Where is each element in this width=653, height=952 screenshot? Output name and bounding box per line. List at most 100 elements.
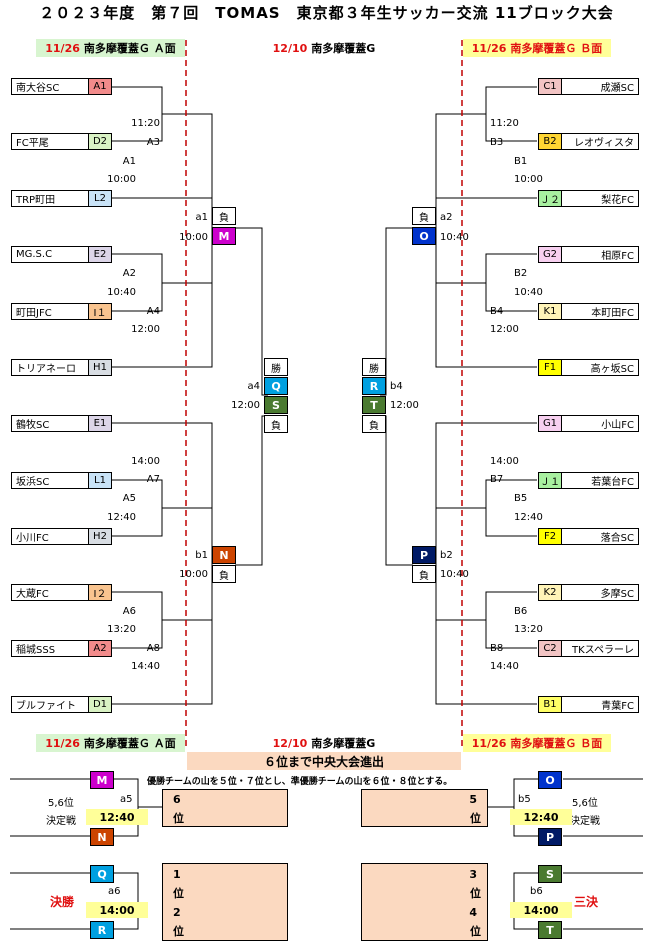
slot-o: O [412, 227, 436, 245]
match-time: 10:00 [514, 174, 543, 185]
match-id: B1 [514, 156, 528, 167]
place-number: 6 [173, 793, 181, 806]
slot-t: T [362, 396, 386, 414]
place-number: 2 [173, 906, 181, 919]
page-title: ２０２３年度 第７回 TOMAS 東京都３年生サッカー交流 11ブロック大会 [39, 4, 614, 22]
team-code: B1 [539, 697, 562, 712]
match-time: 10:40 [440, 569, 469, 580]
place-number: 3 [469, 868, 477, 881]
match-id: b5 [518, 794, 531, 805]
slot-m: M [212, 227, 236, 245]
third-label: 三決 [574, 895, 599, 909]
lose-label-right: 負 [362, 415, 386, 433]
match-time: 10:00 [107, 174, 136, 185]
match-time: 13:20 [514, 624, 543, 635]
team-code: F1 [539, 360, 562, 375]
match-time: 10:40 [107, 287, 136, 298]
match-time: 14:40 [490, 661, 519, 672]
match-id: a1 [195, 212, 209, 223]
slot-t-bottom: T [538, 921, 562, 939]
slot-n: N [212, 546, 236, 564]
team-code: C2 [539, 641, 562, 656]
match-time: 14:40 [131, 661, 160, 672]
match-time: 13:20 [107, 624, 136, 635]
match-id: b4 [390, 381, 403, 392]
place-box-5: 5 位 [361, 789, 488, 827]
slot-r-bottom: R [90, 921, 114, 939]
match-id: b2 [440, 550, 453, 561]
match-id: A3 [146, 137, 160, 148]
third-time: 14:00 [510, 902, 572, 918]
slot-s: S [264, 396, 288, 414]
place-suffix: 位 [173, 812, 184, 825]
match-time: 10:40 [440, 232, 469, 243]
match-id: A6 [122, 606, 136, 617]
slot-q-bottom: Q [90, 865, 114, 883]
place-box-6: 6 位 [162, 789, 288, 827]
match-id: B8 [490, 643, 504, 654]
team-code: A1 [88, 79, 111, 94]
place-suffix: 位 [173, 925, 184, 938]
match-id: A5 [122, 493, 136, 504]
lose-label-n: 負 [212, 565, 236, 583]
lose-label-m: 負 [212, 207, 236, 225]
team-code: K2 [539, 585, 562, 600]
team-code: I２ [88, 585, 111, 600]
place-box-1-2: 1 位 2 位 [162, 863, 288, 941]
team-code: F2 [539, 529, 562, 544]
win-label-right: 勝 [362, 358, 386, 376]
slot-s-bottom: S [538, 865, 562, 883]
match-time: 10:00 [179, 569, 208, 580]
slot-p-bottom: P [538, 828, 562, 846]
match-time: 12:00 [131, 324, 160, 335]
final-time: 14:00 [86, 902, 148, 918]
match-id: B4 [490, 306, 504, 317]
match-time: 10:00 [179, 232, 208, 243]
lose-label-o: 負 [412, 207, 436, 225]
match-time: 14:00 [131, 456, 160, 467]
match-id: A4 [146, 306, 160, 317]
match-time: 12:40 [107, 512, 136, 523]
match-id: A8 [146, 643, 160, 654]
match-id: a6 [108, 886, 121, 897]
match-time: 11:20 [131, 118, 160, 129]
team-code: I１ [88, 304, 111, 319]
lose-label-left: 負 [264, 415, 288, 433]
slot-p: P [412, 546, 436, 564]
slot-m-bottom: M [90, 771, 114, 789]
match-time: 12:00 [231, 400, 260, 411]
match-id: a5 [120, 794, 133, 805]
place-number: 1 [173, 868, 181, 881]
match-time: 11:20 [490, 118, 519, 129]
team-code: Ｊ１ [539, 473, 562, 488]
playoff-title: 5,6位 [48, 798, 74, 809]
match-id: A1 [122, 156, 136, 167]
match-time: 12:00 [390, 400, 419, 411]
match-id: b6 [530, 886, 543, 897]
match-time: 12:00 [490, 324, 519, 335]
team-code: L2 [88, 191, 111, 206]
match-id: B6 [514, 606, 528, 617]
team-code: H1 [88, 360, 111, 375]
team-code: L1 [88, 473, 111, 488]
match-id: A2 [122, 268, 136, 279]
place-number: 4 [469, 906, 477, 919]
place-number: 5 [469, 793, 477, 806]
